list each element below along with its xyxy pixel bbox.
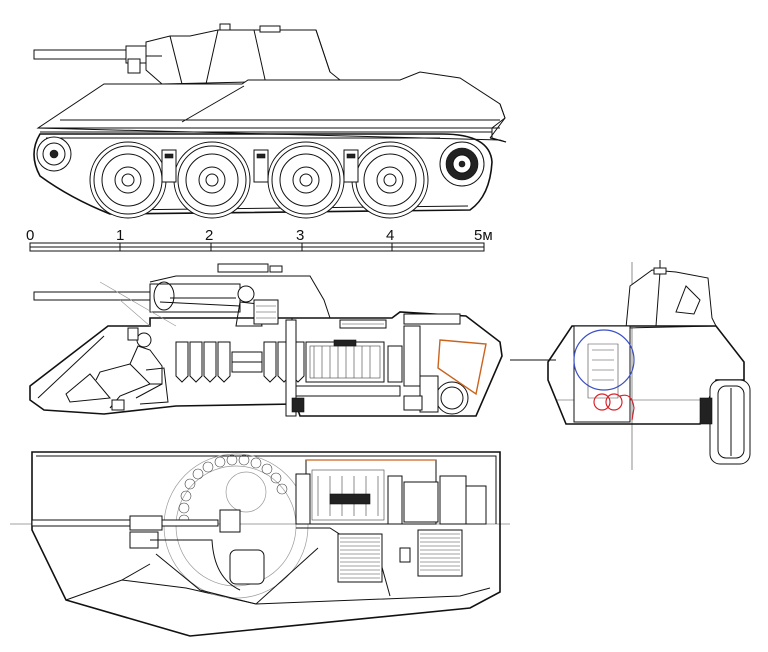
scale-bar: 0 1 2 3 4 5м — [26, 227, 493, 252]
plan-gun — [31, 519, 219, 527]
orange-cover — [437, 339, 487, 396]
plan-radiator-2 — [417, 529, 463, 577]
side-exterior-view — [33, 23, 507, 219]
red-circle-2 — [605, 393, 623, 411]
plan-radiator-1 — [337, 533, 383, 583]
transmission — [403, 325, 487, 415]
commander-hatch — [217, 263, 269, 273]
red-arc — [619, 394, 635, 421]
driver-figure — [65, 327, 169, 411]
road-wheel-1 — [89, 141, 167, 219]
engine — [295, 339, 403, 397]
front-turret — [625, 269, 717, 329]
blue-circle — [573, 329, 635, 391]
scale-label-4: 4 — [386, 227, 394, 244]
idler-wheel — [36, 136, 72, 172]
scale-label-3: 3 — [296, 227, 304, 244]
scale-label-0: 0 — [26, 227, 34, 244]
hull — [36, 71, 507, 143]
commander-figure — [235, 285, 279, 327]
turret — [145, 23, 342, 85]
road-wheel-4 — [351, 141, 429, 219]
cutaway-gun — [33, 281, 241, 313]
front-section-view — [510, 260, 751, 470]
top-plan-view — [10, 451, 510, 637]
ammo-rack — [175, 341, 305, 383]
road-wheel-2 — [173, 141, 251, 219]
drive-sprocket — [439, 141, 485, 187]
side-cutaway-view — [29, 263, 503, 417]
front-road-wheel — [699, 379, 751, 465]
cutaway-hull — [29, 311, 503, 417]
plan-hull — [31, 451, 501, 637]
radiator-grille-2 — [403, 313, 461, 325]
road-wheel-3 — [267, 141, 345, 219]
gun-barrel — [33, 45, 155, 74]
scale-label-5: 5м — [474, 227, 493, 244]
suspension-blocks — [161, 149, 359, 183]
scale-label-1: 1 — [116, 227, 124, 244]
scale-label-2: 2 — [205, 227, 213, 244]
firewall — [285, 319, 297, 417]
red-circle-1 — [593, 393, 611, 411]
